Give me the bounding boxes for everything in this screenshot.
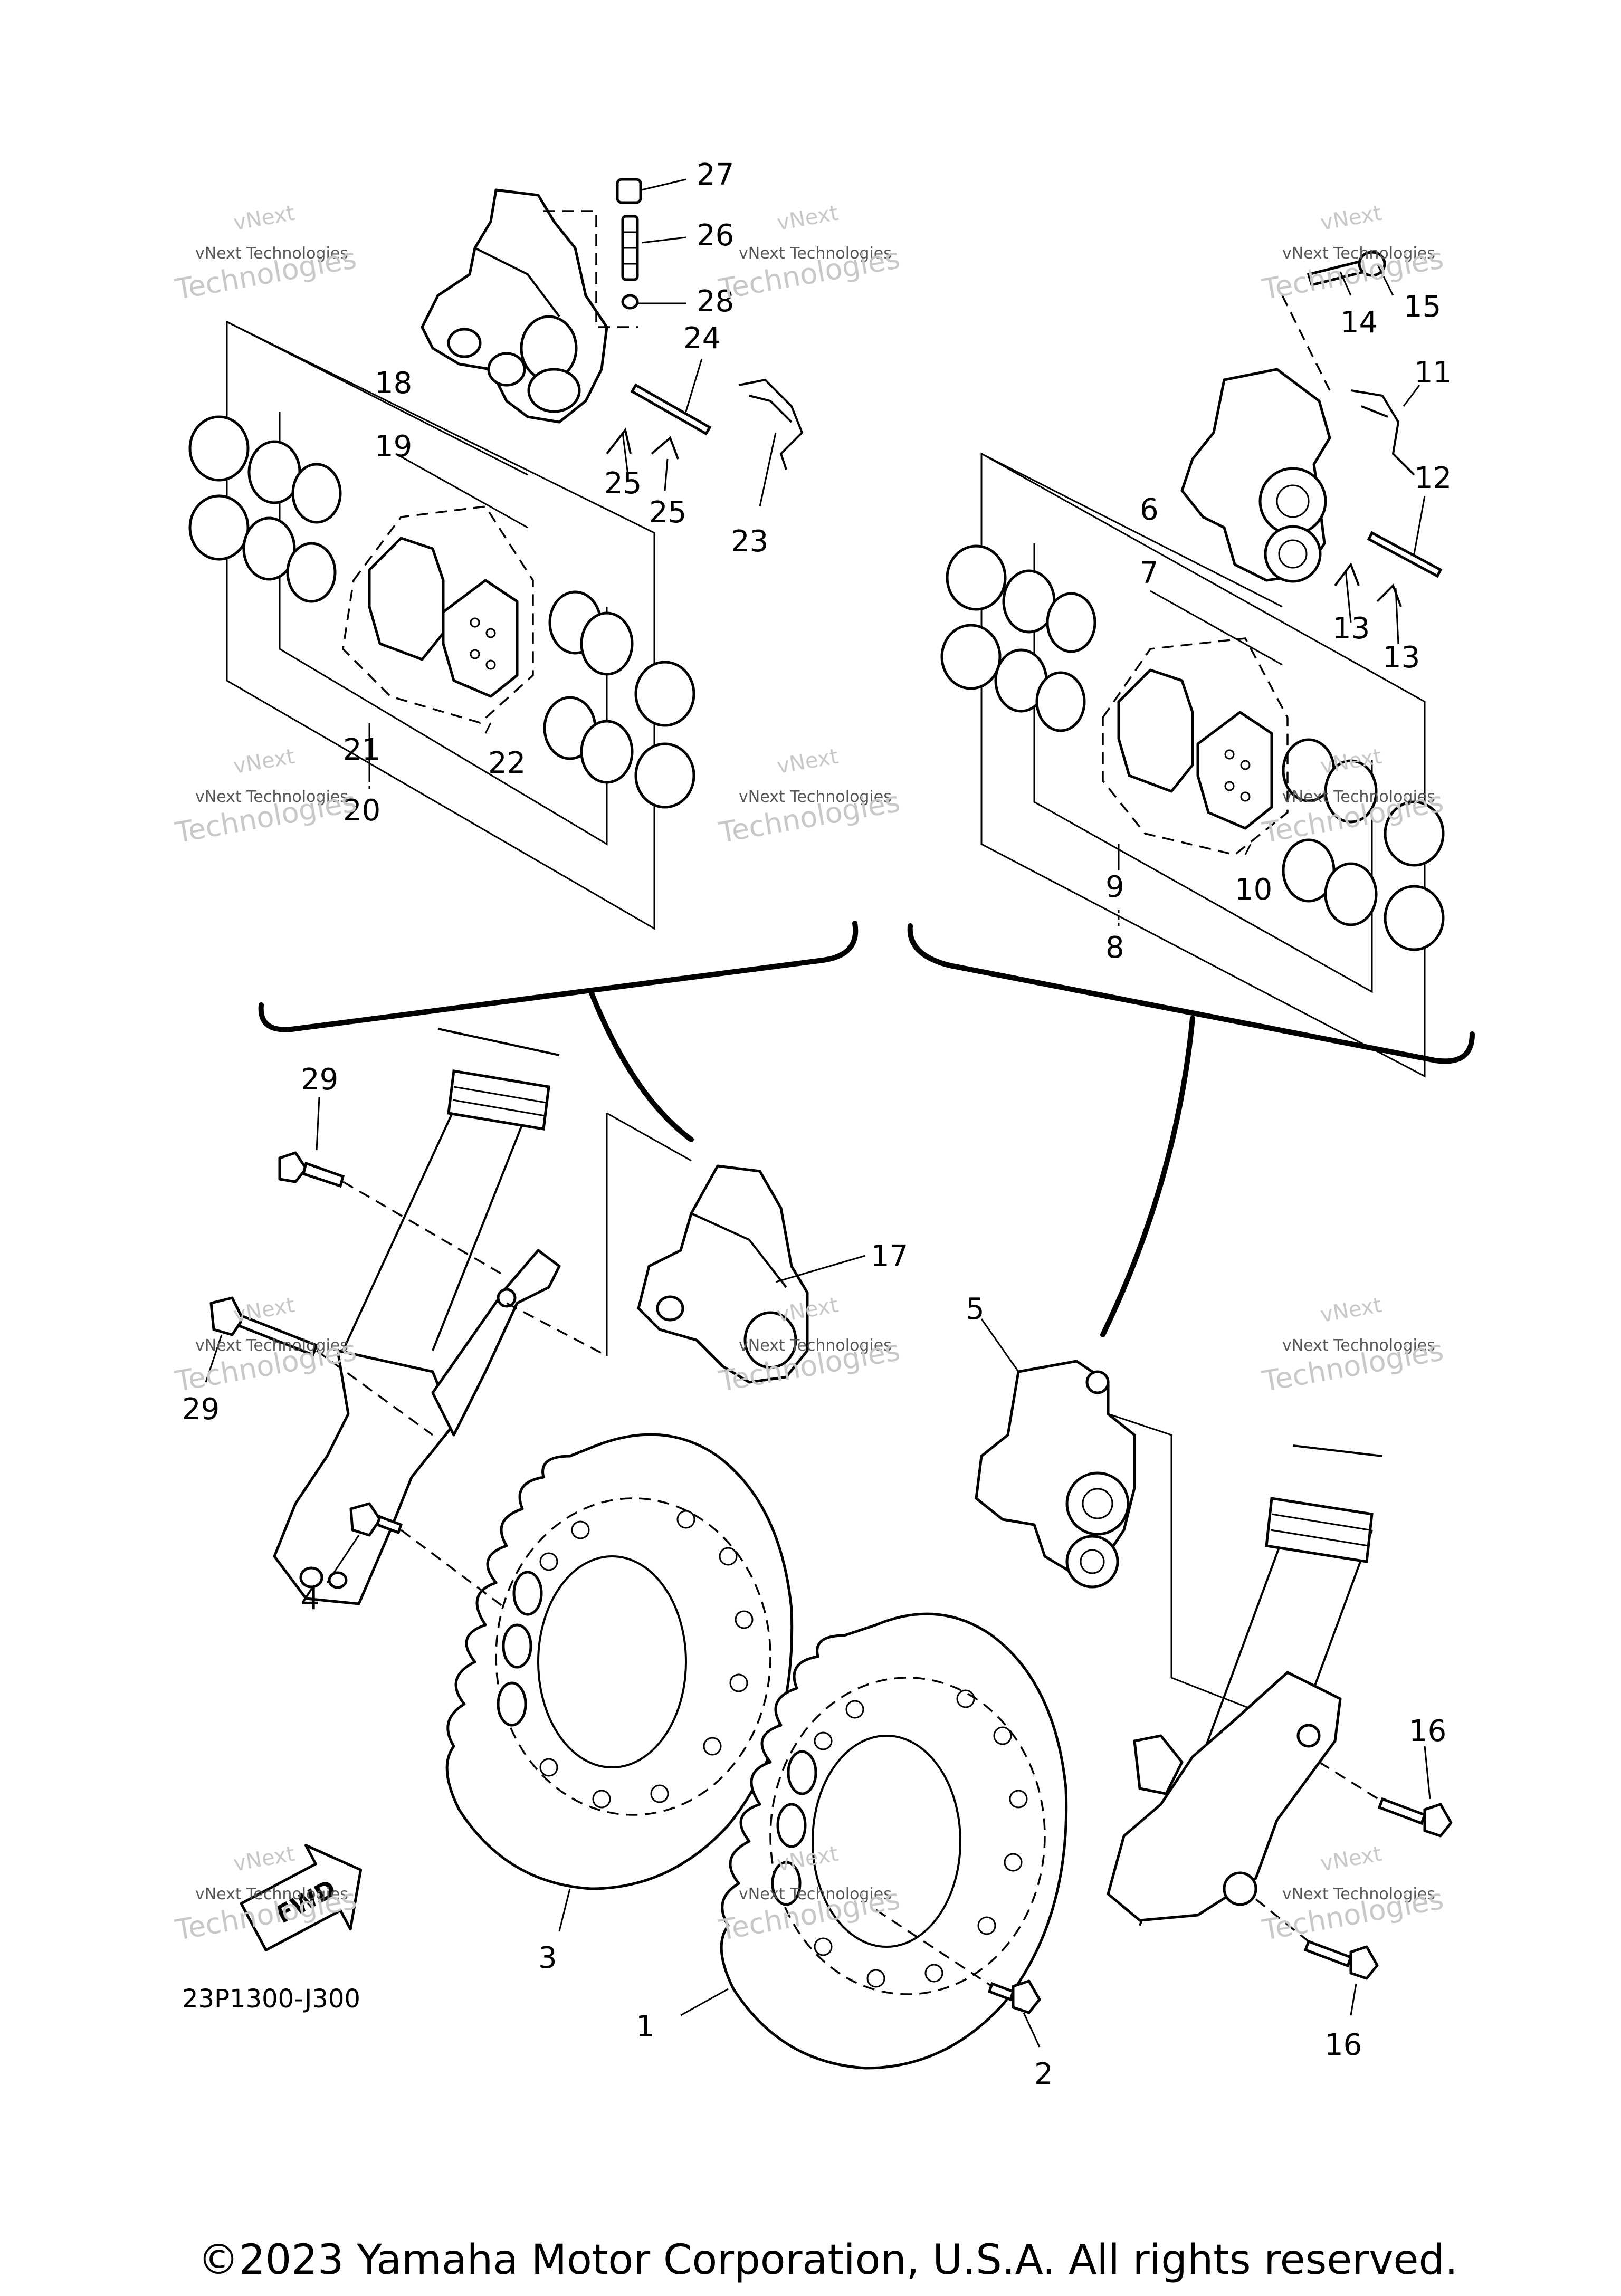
bleed-cap	[616, 178, 642, 204]
right-caliper-bolt	[1303, 1939, 1379, 1980]
callout-29a: 29	[301, 1063, 338, 1097]
left-brake-pads	[368, 537, 519, 698]
left-group-bracket	[258, 921, 859, 1032]
callout-16a: 16	[1409, 1714, 1446, 1748]
callout-11: 11	[1414, 356, 1452, 390]
left-fork-assembly	[273, 1028, 561, 1605]
left-caliper-bolt	[209, 1296, 319, 1357]
callout-14: 14	[1340, 305, 1378, 340]
right-disc-bolt	[987, 1979, 1041, 2014]
callout-13b: 13	[1382, 640, 1420, 675]
right-group-pointer	[1100, 1016, 1195, 1337]
callout-25a: 25	[604, 466, 642, 501]
left-group-pointer	[588, 989, 694, 1142]
svg-text:vNext Technologies: vNext Technologies	[195, 244, 348, 263]
callout-26: 26	[697, 218, 734, 253]
callout-23: 23	[731, 524, 768, 559]
left-brake-caliper	[637, 1164, 809, 1384]
clip	[1376, 583, 1402, 607]
callout-28: 28	[697, 284, 734, 319]
callout-2: 2	[1034, 2057, 1053, 2091]
left-caliper-bolt	[278, 1151, 345, 1188]
right-brake-pads	[1117, 668, 1273, 830]
left-caliper-body	[421, 188, 608, 424]
callout-20: 20	[343, 793, 380, 828]
callout-15: 15	[1404, 290, 1441, 324]
svg-text:vNext Technologies: vNext Technologies	[1282, 1885, 1435, 1903]
left-brake-disc	[445, 1433, 794, 1890]
right-pad-pin	[1367, 531, 1443, 578]
left-disc-bolt	[349, 1502, 403, 1537]
callout-25b: 25	[649, 495, 686, 530]
left-caliper-exploded-view	[188, 178, 804, 930]
clip	[651, 436, 679, 460]
copyright-notice: ©2023 Yamaha Motor Corporation, U.S.A. A…	[198, 2236, 1458, 2284]
right-caliper-exploded-view	[940, 251, 1445, 1078]
callout-9: 9	[1105, 870, 1124, 904]
right-caliper-body	[1180, 368, 1331, 583]
right-pistons-and-seals	[940, 544, 1445, 951]
right-brake-caliper	[975, 1360, 1136, 1589]
svg-text:vNext Technologies: vNext Technologies	[739, 244, 892, 263]
svg-text:vNext Technologies: vNext Technologies	[739, 1885, 892, 1903]
callout-29b: 29	[182, 1392, 220, 1427]
callout-7: 7	[1140, 556, 1159, 590]
svg-text:vNext Technologies: vNext Technologies	[739, 1336, 892, 1355]
svg-text:vNext Technologies: vNext Technologies	[1282, 1336, 1435, 1355]
callout-3: 3	[538, 1941, 557, 1975]
callout-17: 17	[871, 1239, 908, 1274]
callout-5: 5	[966, 1292, 985, 1326]
svg-text:vNext Technologies: vNext Technologies	[1282, 788, 1435, 806]
right-fork-assembly	[1107, 1444, 1383, 1926]
callout-27: 27	[697, 158, 734, 192]
callout-22: 22	[488, 746, 526, 780]
svg-text:vNext Technologies: vNext Technologies	[195, 1336, 348, 1355]
callout-12: 12	[1414, 461, 1452, 495]
callout-4: 4	[301, 1582, 320, 1616]
clip	[1334, 562, 1360, 587]
right-pad-spring	[1350, 389, 1415, 476]
bleed-o-ring	[621, 294, 639, 310]
right-group-bracket	[907, 923, 1475, 1064]
svg-text:vNext Technologies: vNext Technologies	[739, 788, 892, 806]
callout-8: 8	[1105, 931, 1124, 965]
svg-text:vNext Technologies: vNext Technologies	[195, 1885, 348, 1903]
callout-labels: 27 26 28 24 18 19 25 25 23 21 22 20 14 1…	[182, 158, 1452, 2091]
callout-18: 18	[375, 366, 412, 400]
callout-16b: 16	[1324, 2028, 1362, 2062]
callout-10: 10	[1235, 873, 1272, 907]
right-bleed-screw	[1307, 251, 1386, 287]
callout-24: 24	[683, 321, 721, 356]
callout-1: 1	[636, 2010, 655, 2044]
callout-13a: 13	[1332, 611, 1370, 646]
callout-6: 6	[1140, 493, 1159, 527]
left-pistons-and-seals	[188, 415, 695, 809]
bleed-screw	[621, 215, 639, 281]
right-caliper-bolt	[1377, 1797, 1453, 1838]
pad-spring	[738, 378, 804, 470]
right-brake-disc	[720, 1612, 1068, 2070]
diagram-code: 23P1300-J300	[182, 1984, 360, 2014]
pad-pin	[630, 383, 712, 436]
clip	[606, 427, 632, 455]
svg-text:vNext Technologies: vNext Technologies	[1282, 244, 1435, 263]
callout-19: 19	[375, 429, 412, 464]
svg-text:vNext Technologies: vNext Technologies	[195, 788, 348, 806]
callout-21: 21	[343, 733, 380, 767]
